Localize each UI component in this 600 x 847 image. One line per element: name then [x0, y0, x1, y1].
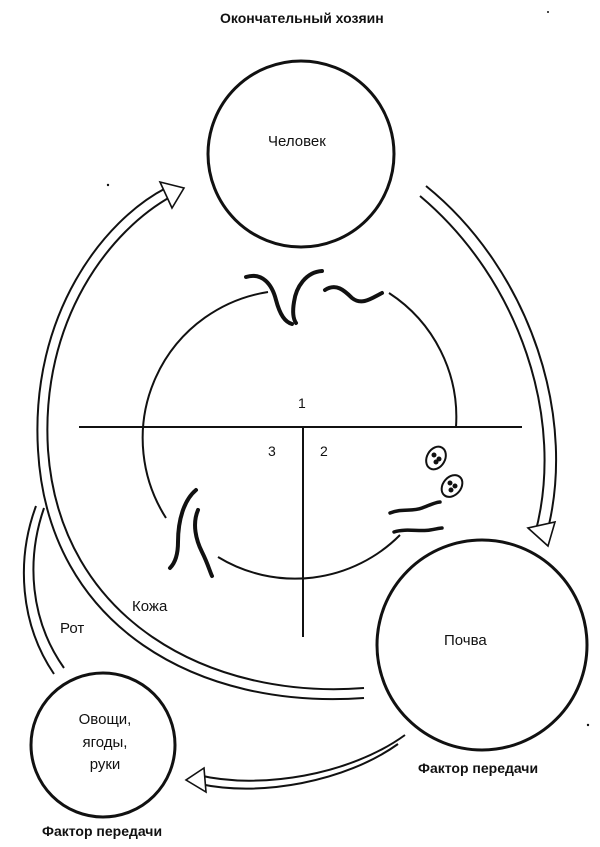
diagram-title: Окончательный хозяин: [220, 10, 384, 26]
arrow-human-to-soil: [419, 185, 557, 548]
arrow-skin-route: [36, 180, 365, 701]
larva-5: [193, 508, 214, 578]
larva-6: [388, 500, 442, 515]
eggs-group: [425, 445, 464, 498]
vegetables-circle: [29, 671, 177, 819]
speck-2: [586, 723, 590, 727]
speck-1: [106, 183, 110, 187]
egg-2: [440, 474, 464, 498]
human-circle: [206, 59, 396, 249]
larva-1: [244, 273, 294, 326]
larvae-left: [168, 488, 214, 578]
vegetables-line-2: ягоды,: [82, 733, 128, 751]
vegetables-label: Овощи, ягоды, руки: [60, 709, 150, 777]
vegetables-line-3: руки: [89, 756, 121, 773]
egg-1: [425, 445, 447, 471]
larvae-top: [244, 269, 384, 326]
route-mouth-label: Рот: [60, 620, 85, 637]
quadrant-1-label: 1: [298, 395, 306, 411]
vegetables-caption: Фактор передачи: [42, 823, 163, 839]
larva-4: [168, 488, 198, 570]
larvae-soil: [388, 500, 444, 534]
soil-caption: Фактор передачи: [418, 760, 539, 776]
inner-cycle-arc-top-left: [141, 291, 269, 519]
vegetables-line-1: Овощи,: [78, 711, 132, 728]
inner-cycle-arc-bottom: [217, 534, 401, 580]
quadrant-3-label: 3: [268, 443, 276, 459]
larva-3: [323, 285, 384, 304]
route-skin-label: Кожа: [132, 598, 168, 615]
quadrant-2-label: 2: [320, 443, 328, 459]
soil-circle: [375, 538, 589, 752]
human-label: Человек: [268, 133, 326, 150]
soil-label: Почва: [444, 632, 487, 649]
larva-2: [291, 269, 324, 325]
arrow-mouth-route: [22, 505, 65, 675]
larva-7: [392, 526, 444, 534]
arrow-soil-to-vegetables: [184, 734, 406, 794]
inner-cycle-arc-top-right: [388, 292, 458, 428]
speck-3: [547, 11, 549, 13]
